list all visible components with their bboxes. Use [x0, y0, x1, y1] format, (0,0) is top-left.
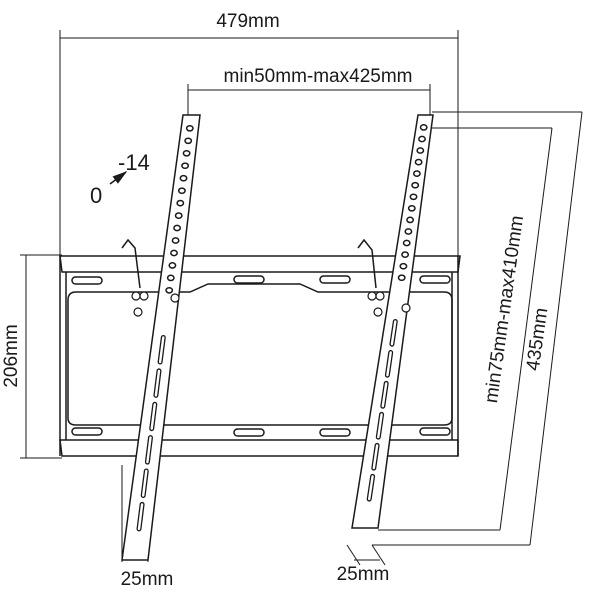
wall-plate [59, 255, 461, 457]
left-arm-hole [177, 187, 186, 195]
screw-icon [170, 293, 180, 303]
right-arm-hole [406, 216, 415, 224]
left-arm-hole [176, 199, 185, 207]
screw-icon [367, 291, 377, 301]
left-arm-width-label: 25mm [121, 569, 174, 590]
left-arm-hole [185, 124, 194, 132]
left-arm-hole [174, 212, 183, 219]
left-arm-slot [146, 436, 152, 464]
vertical-arms [121, 114, 434, 561]
left-arm-hole [179, 174, 188, 182]
tilt-min-label: 0 [90, 183, 102, 208]
left-arm-hole [181, 162, 190, 170]
right-arm-hole [402, 239, 411, 247]
left-arm-hole [182, 149, 191, 157]
right-arm-hole [412, 170, 421, 177]
right-arm-hole [407, 204, 416, 212]
right-arm-slot [386, 351, 392, 377]
left-arm-hole [165, 286, 174, 294]
screw-icon [375, 291, 385, 301]
lock-clips [121, 238, 377, 289]
left-arm-hole [173, 224, 182, 232]
right-arm-slot [390, 320, 397, 346]
screw-icon [401, 303, 411, 313]
right-arm-hole [414, 158, 423, 166]
tilt-arrow-icon [109, 171, 128, 185]
screw-icon [373, 307, 383, 317]
right-arm [351, 114, 434, 529]
tilt-max-label: -14 [118, 150, 150, 175]
vesa-vertical-label: min75mm-max410mm [481, 214, 528, 404]
left-arm-hole [166, 274, 175, 282]
right-arm-slot [368, 475, 374, 501]
right-arm-slot [381, 382, 388, 408]
screws [131, 291, 411, 317]
right-arm-hole [404, 228, 413, 235]
dimension-lines [20, 30, 583, 566]
plate-height-label: 206mm [1, 324, 22, 387]
right-arm-width-label: 25mm [337, 564, 390, 585]
left-arm-hole [170, 249, 178, 257]
right-arm-hole [419, 124, 428, 131]
right-arm-slot [377, 413, 383, 439]
right-arm-slot [372, 444, 379, 470]
left-arm-hole [168, 262, 177, 269]
left-arm-hole [171, 237, 180, 244]
right-arm-hole [401, 251, 410, 258]
left-arm-slot [154, 369, 161, 397]
vesa-horizontal-label: min50mm-max425mm [224, 66, 413, 87]
right-arm-hole [409, 193, 418, 201]
right-arm-hole [399, 262, 408, 270]
left-arm-hole [184, 137, 193, 145]
left-arm-slot [141, 469, 148, 497]
left-arm-slot [150, 403, 157, 430]
right-arm-hole [411, 181, 420, 189]
left-arm-slot [137, 503, 144, 531]
screw-icon [133, 307, 143, 317]
right-arm-hole [397, 274, 406, 282]
right-arm-hole [416, 147, 425, 154]
left-arm-slot [158, 336, 165, 364]
screw-icon [139, 291, 149, 301]
right-arm-hole [418, 135, 426, 143]
screw-icon [131, 291, 141, 301]
overall-width-label: 479mm [216, 11, 279, 32]
